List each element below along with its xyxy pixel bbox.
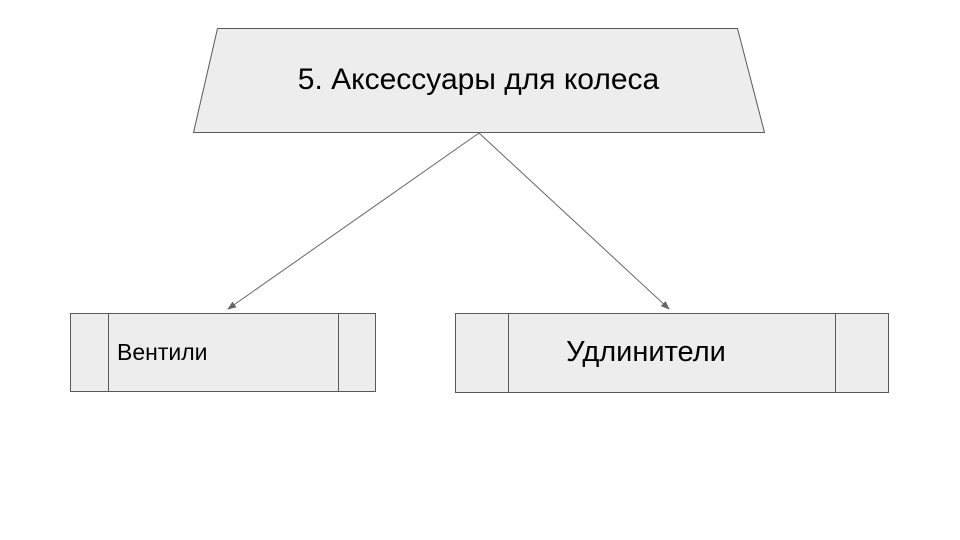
valves-node[interactable] (70, 313, 376, 392)
extenders-node-body (455, 313, 889, 393)
extenders-node[interactable] (455, 313, 889, 393)
valves-node-body (70, 313, 376, 392)
root-node-trapezoid[interactable] (192, 28, 766, 133)
connector-root-to-valves[interactable] (227, 132, 480, 310)
connector-root-to-extenders[interactable] (478, 132, 670, 310)
